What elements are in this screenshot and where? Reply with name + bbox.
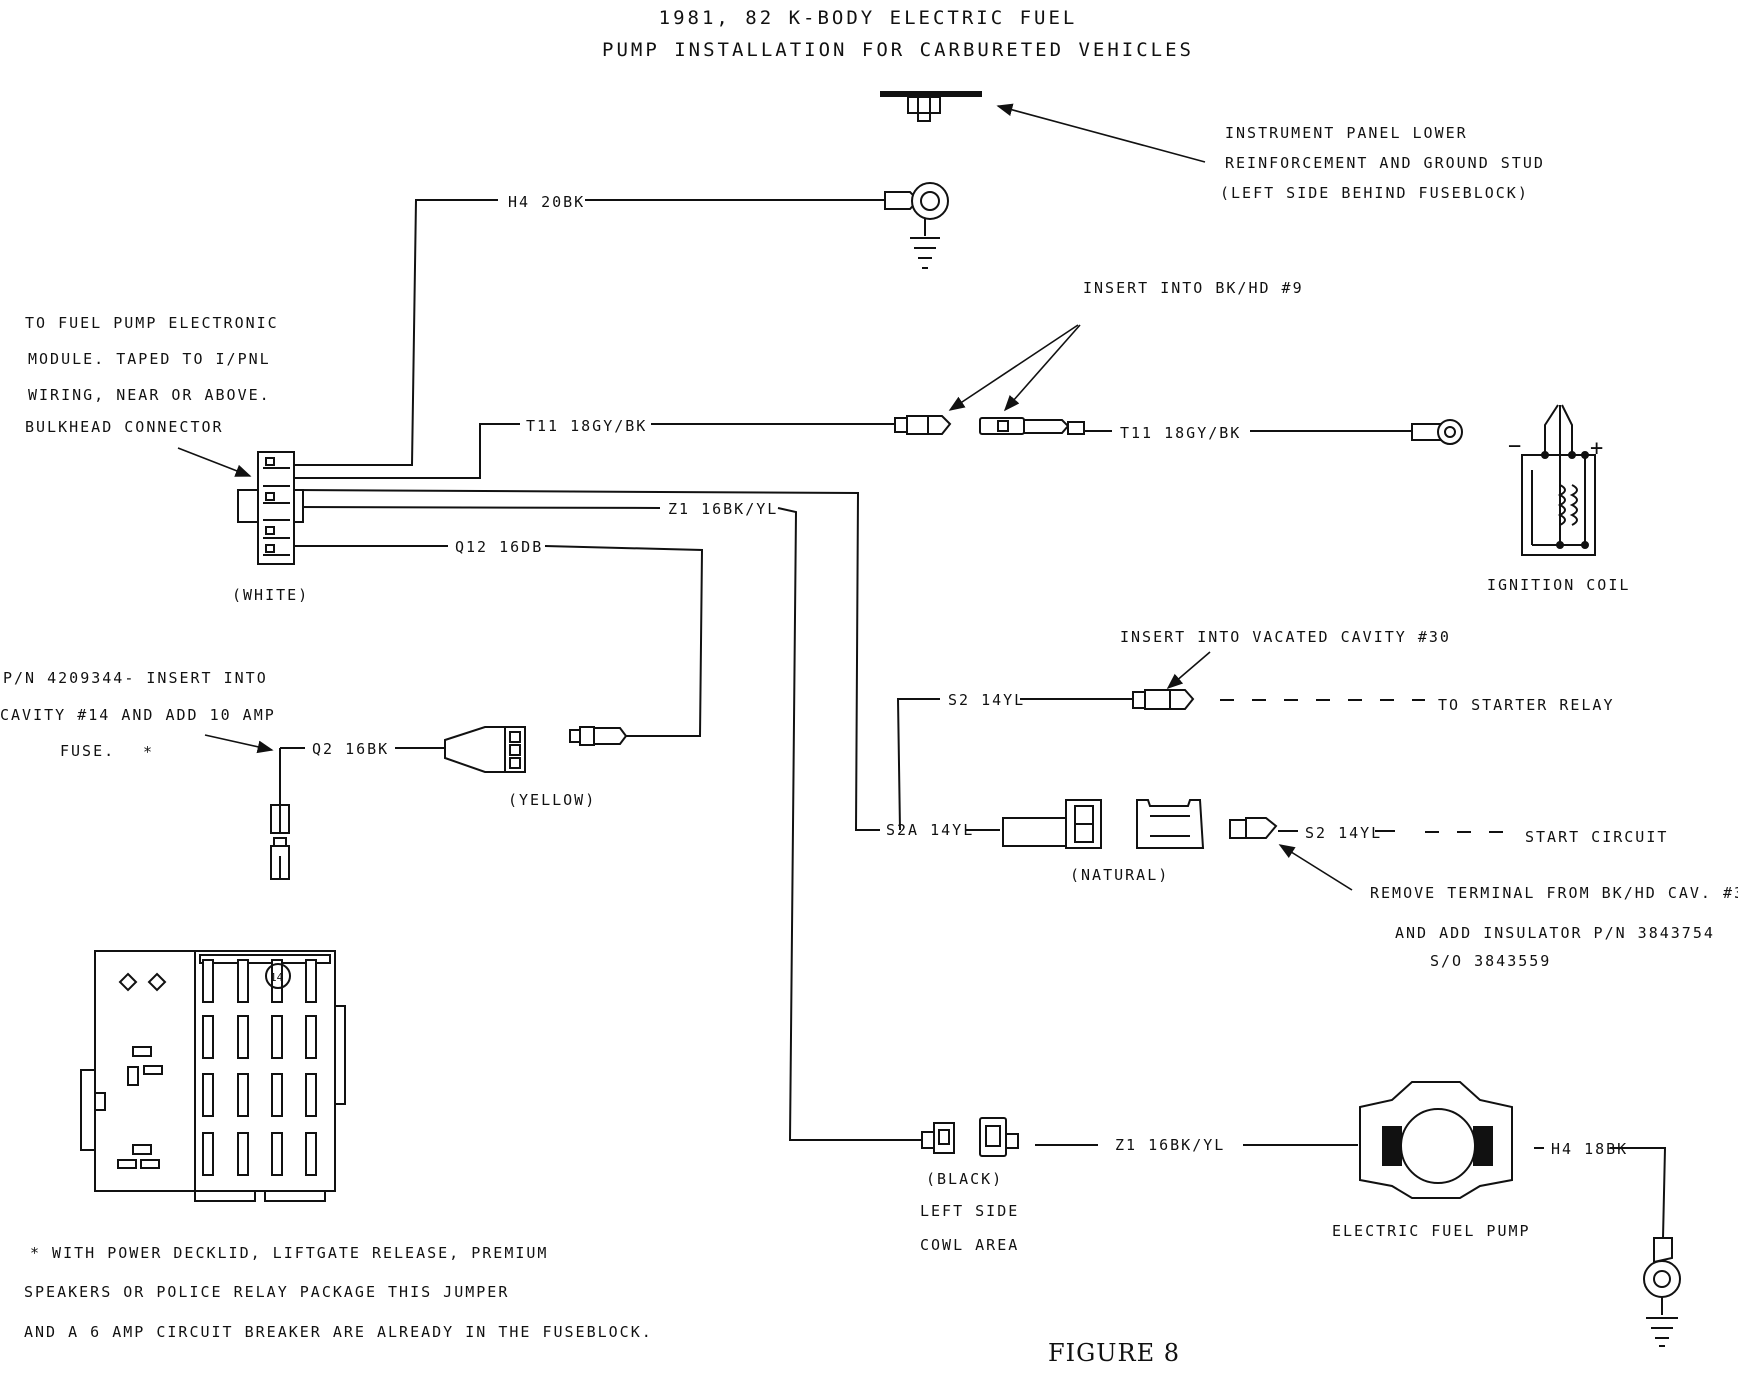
remove-terminal-line1: REMOVE TERMINAL FROM BK/HD CAV. #30 bbox=[1370, 884, 1738, 902]
coil-positive-symbol: + bbox=[1590, 436, 1605, 461]
to-starter-relay-label: TO STARTER RELAY bbox=[1438, 696, 1615, 714]
diagram-title-line2: PUMP INSTALLATION FOR CARBURETED VEHICLE… bbox=[602, 39, 1194, 61]
pn-note-line3: FUSE. bbox=[60, 742, 115, 760]
wire-label-s2a: S2A 14YL bbox=[886, 821, 974, 839]
ground-stud-pointer bbox=[996, 103, 1206, 163]
wire-label-h4-18bk: H4 18BK bbox=[1551, 1140, 1628, 1158]
electric-fuel-pump-icon bbox=[1359, 1081, 1513, 1199]
yellow-color-label: (YELLOW) bbox=[508, 791, 596, 809]
bulkhead-color-label: (WHITE) bbox=[232, 586, 309, 604]
yellow-connector-icon bbox=[444, 726, 628, 773]
ground-stud-icon bbox=[880, 91, 982, 122]
insert-cavity30-label: INSERT INTO VACATED CAVITY #30 bbox=[1120, 628, 1451, 646]
insert-bkhd9-label: INSERT INTO BK/HD #9 bbox=[1083, 279, 1304, 297]
remove-terminal-pointer bbox=[1278, 844, 1353, 891]
fuseblock-icon bbox=[80, 950, 346, 1202]
wire-label-z1-left: Z1 16BK/YL bbox=[668, 500, 778, 518]
module-note-line2: MODULE. TAPED TO I/PNL bbox=[28, 350, 271, 368]
wire-lines bbox=[279, 199, 1667, 1239]
fuse-jumper-terminal-icon bbox=[270, 804, 290, 880]
footnote-line1: * WITH POWER DECKLID, LIFTGATE RELEASE, … bbox=[30, 1244, 548, 1262]
wire-label-t11-left: T11 18GY/BK bbox=[526, 417, 647, 435]
diagram-title-line1: 1981, 82 K-BODY ELECTRIC FUEL bbox=[659, 7, 1078, 29]
black-color-label: (BLACK) bbox=[926, 1170, 1003, 1188]
ignition-coil-label: IGNITION COIL bbox=[1487, 576, 1630, 594]
pn-note-line1: P/N 4209344- INSERT INTO bbox=[3, 669, 268, 687]
module-note-pointer bbox=[177, 447, 252, 477]
starter-relay-terminal-icon bbox=[1132, 689, 1195, 710]
module-note-line1: TO FUEL PUMP ELECTRONIC bbox=[25, 314, 279, 332]
start-circuit-label: START CIRCUIT bbox=[1525, 828, 1668, 846]
wire-label-z1-right: Z1 16BK/YL bbox=[1115, 1136, 1225, 1154]
remove-terminal-line3: S/O 3843559 bbox=[1430, 952, 1551, 970]
pn-note-line2: CAVITY #14 AND ADD 10 AMP bbox=[0, 706, 276, 724]
wire-label-t11-right: T11 18GY/BK bbox=[1120, 424, 1241, 442]
coil-negative-symbol: − bbox=[1508, 434, 1523, 459]
natural-connector-icon bbox=[1002, 799, 1278, 849]
insert-bkhd9-pointer-b bbox=[1003, 324, 1081, 412]
fuse-cavity-14-label: 14 bbox=[270, 971, 284, 984]
dashed-leads bbox=[1220, 699, 1510, 833]
fuel-pump-label: ELECTRIC FUEL PUMP bbox=[1332, 1222, 1531, 1240]
bulkhead-connector-icon bbox=[237, 451, 304, 565]
ground-ring-terminal-icon bbox=[884, 182, 949, 269]
pn-note-asterisk: * bbox=[143, 743, 154, 761]
wire-label-q12: Q12 16DB bbox=[455, 538, 543, 556]
pn-note-pointer bbox=[204, 734, 274, 754]
ground-stud-label-line1: INSTRUMENT PANEL LOWER bbox=[1225, 124, 1468, 142]
wire-label-s2-top: S2 14YL bbox=[948, 691, 1025, 709]
pump-ground-ring-icon bbox=[1643, 1237, 1681, 1347]
ground-stud-label-line2: REINFORCEMENT AND GROUND STUD bbox=[1225, 154, 1545, 172]
t11-connector-icon bbox=[894, 415, 1085, 435]
remove-terminal-line2: AND ADD INSULATOR P/N 3843754 bbox=[1395, 924, 1715, 942]
figure-label: FIGURE 8 bbox=[1048, 1339, 1180, 1367]
footnote-line2: SPEAKERS OR POLICE RELAY PACKAGE THIS JU… bbox=[24, 1283, 509, 1301]
black-connector-icon bbox=[921, 1117, 1019, 1157]
ignition-coil-icon bbox=[1521, 404, 1596, 556]
module-note-line4: BULKHEAD CONNECTOR bbox=[25, 418, 224, 436]
footnote-line3: AND A 6 AMP CIRCUIT BREAKER ARE ALREADY … bbox=[24, 1323, 653, 1341]
wire-label-q2: Q2 16BK bbox=[312, 740, 389, 758]
coil-ring-terminal-icon bbox=[1411, 419, 1463, 445]
module-note-line3: WIRING, NEAR OR ABOVE. bbox=[28, 386, 271, 404]
ground-stud-label-line3: (LEFT SIDE BEHIND FUSEBLOCK) bbox=[1220, 184, 1529, 202]
cowl-area-line1: LEFT SIDE bbox=[920, 1202, 1019, 1220]
natural-color-label: (NATURAL) bbox=[1070, 866, 1169, 884]
insert-cavity30-pointer bbox=[1166, 651, 1211, 690]
wire-label-h4-20bk: H4 20BK bbox=[508, 193, 585, 211]
cowl-area-line2: COWL AREA bbox=[920, 1236, 1019, 1254]
insert-bkhd9-pointer-a bbox=[948, 324, 1079, 411]
wire-label-s2-start: S2 14YL bbox=[1305, 824, 1382, 842]
